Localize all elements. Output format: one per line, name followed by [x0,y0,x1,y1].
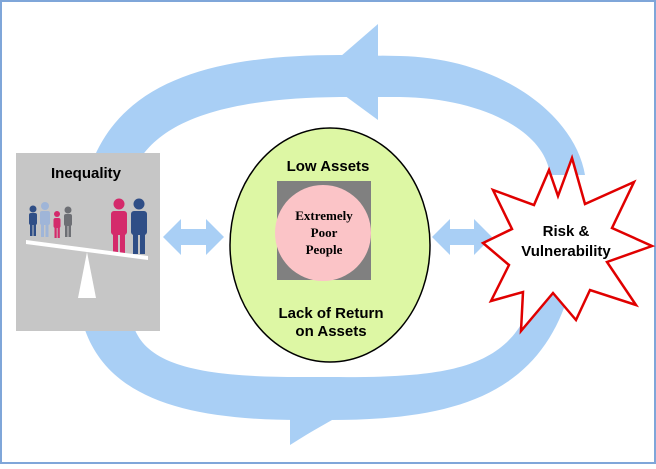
double-arrow-left [163,219,224,255]
people-small-group-icon [29,202,72,238]
extremely-poor-line-2: Poor [311,225,338,240]
people-large-group-icon [111,198,147,254]
extremely-poor-line-3: People [306,242,343,257]
lack-of-return-line-2: on Assets [295,323,366,340]
balance-fulcrum [78,252,96,298]
risk-label-line-2: Vulnerability [521,243,611,260]
cycle-arrow-bottom-band [85,290,570,420]
inequality-label: Inequality [51,165,122,182]
low-assets-label: Low Assets [287,158,370,175]
balance-beam [26,240,148,260]
double-arrow-right [432,219,492,255]
cycle-arrow-bottom-head-2 [290,395,330,445]
cycle-arrow-top-head [318,24,378,120]
extremely-poor-line-1: Extremely [295,208,353,223]
risk-label-line-1: Risk & [543,223,590,240]
inner-circle [275,185,371,281]
lack-of-return-line-1: Lack of Return [278,305,383,322]
risk-star-burst [480,153,656,335]
cycle-arrow-top-band [90,55,585,175]
